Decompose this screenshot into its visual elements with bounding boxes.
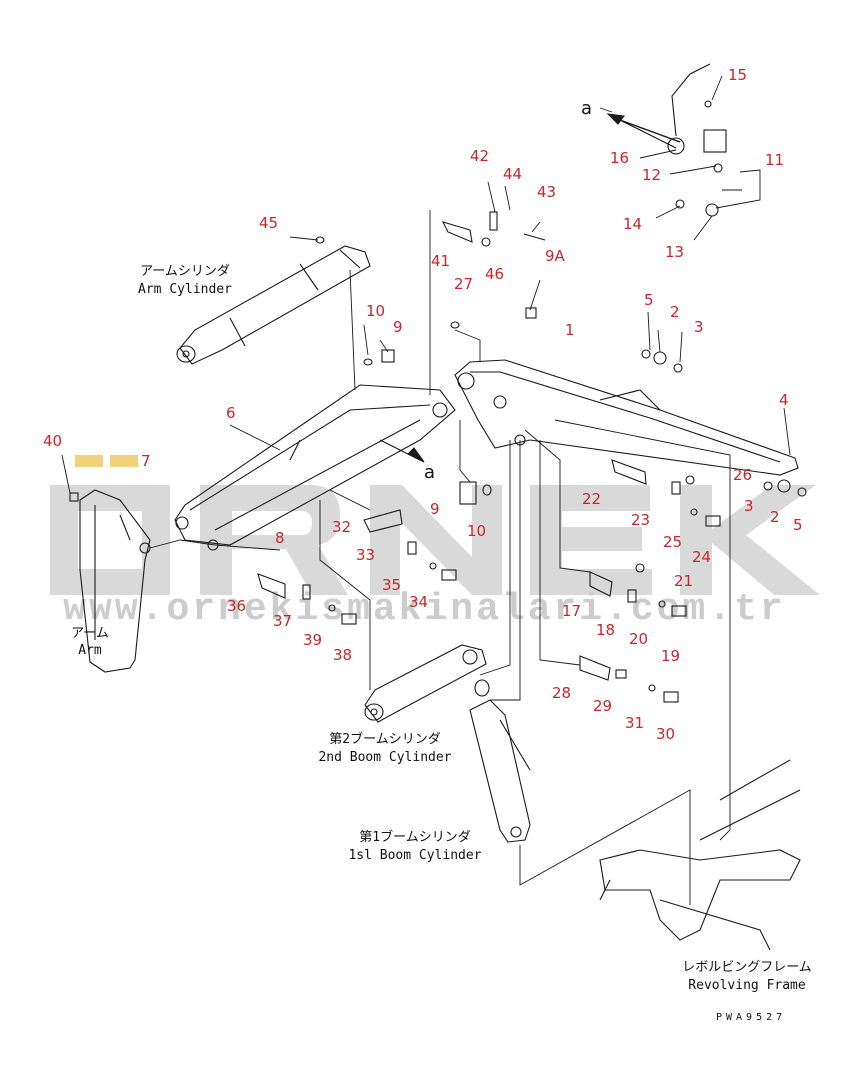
second-boom-cylinder-label-jp: 第2ブームシリンダ (329, 732, 441, 747)
part-number-10-upper: 10 (366, 302, 386, 320)
revolving-frame-label-en: Revolving Frame (688, 978, 806, 993)
view-marker-middle: a (424, 462, 436, 483)
part-number-44: 44 (503, 165, 523, 183)
part-number-36: 36 (227, 597, 247, 615)
watermark-logo (50, 455, 820, 595)
arm-cylinder-label-en: Arm Cylinder (138, 282, 232, 297)
part-number-20: 20 (629, 630, 649, 648)
part-number-30: 30 (656, 725, 676, 743)
part-number-16: 16 (610, 149, 630, 167)
part-number-22: 22 (582, 490, 602, 508)
leader-lines (61, 75, 791, 905)
first-boom-cylinder-label-jp: 第1ブームシリンダ (359, 830, 471, 845)
part-number-34: 34 (409, 593, 429, 611)
part-number-25: 25 (663, 533, 683, 551)
part-number-46: 46 (485, 265, 505, 283)
part-number-13: 13 (665, 243, 685, 261)
first-boom-cylinder-drawing (469, 679, 531, 843)
part-number-19: 19 (661, 647, 681, 665)
part-number-10-lower: 10 (467, 522, 487, 540)
view-arrow-upper (606, 113, 677, 149)
part-number-2-upper: 2 (670, 303, 680, 321)
part-number-17: 17 (562, 602, 582, 620)
revolving-frame-drawing (599, 759, 801, 951)
part-number-11: 11 (765, 151, 785, 169)
part-number-33: 33 (356, 546, 376, 564)
boom-drawing (174, 384, 456, 551)
part-number-45: 45 (259, 214, 279, 232)
part-number-12: 12 (642, 166, 662, 184)
main-boom-drawing (454, 359, 799, 476)
part-number-5-upper: 5 (644, 291, 654, 309)
arm-cylinder-label-jp: アームシリンダ (140, 264, 230, 279)
part-number-14: 14 (623, 215, 643, 233)
part-number-38: 38 (333, 646, 353, 664)
second-boom-cylinder-label-en: 2nd Boom Cylinder (318, 750, 452, 765)
part-number-41: 41 (431, 252, 451, 270)
arm-label-en: Arm (78, 643, 102, 658)
part-number-29: 29 (593, 697, 613, 715)
part-number-1: 1 (565, 321, 575, 339)
second-boom-cylinder-drawing (364, 644, 487, 723)
part-number-18: 18 (596, 621, 616, 639)
part-number-40: 40 (43, 432, 63, 450)
part-number-23: 23 (631, 511, 651, 529)
part-number-8: 8 (275, 529, 285, 547)
part-number-27: 27 (454, 275, 474, 293)
part-number-6: 6 (226, 404, 236, 422)
part-number-26: 26 (733, 466, 753, 484)
part-number-28: 28 (552, 684, 572, 702)
part-number-24: 24 (692, 548, 712, 566)
part-number-7: 7 (141, 452, 151, 470)
part-number-32: 32 (332, 518, 352, 536)
part-number-15: 15 (728, 66, 748, 84)
part-number-2-lower: 2 (770, 508, 780, 526)
part-number-43: 43 (537, 183, 557, 201)
part-number-9A: 9A (545, 247, 565, 265)
part-number-9-upper: 9 (393, 318, 403, 336)
watermark-url: www.ornekismakinalari.com.tr (63, 588, 786, 631)
view-arrow-middle (379, 439, 425, 463)
arm-drawing (79, 489, 151, 673)
small-parts (69, 63, 807, 703)
part-number-42: 42 (470, 147, 490, 165)
revolving-frame-label-jp: レボルビングフレーム (682, 960, 812, 975)
part-number-5-lower: 5 (793, 516, 803, 534)
part-number-3-upper: 3 (694, 318, 704, 336)
first-boom-cylinder-label-en: 1sl Boom Cylinder (348, 848, 482, 863)
part-number-35: 35 (382, 576, 402, 594)
part-number-31: 31 (625, 714, 645, 732)
view-marker-upper: a (581, 98, 593, 119)
part-number-21: 21 (674, 572, 694, 590)
arm-cylinder-drawing (176, 245, 371, 365)
part-number-39: 39 (303, 631, 323, 649)
part-number-37: 37 (273, 612, 293, 630)
part-number-3-lower: 3 (744, 497, 754, 515)
part-number-4: 4 (779, 391, 789, 409)
arm-label-jp: アーム (71, 626, 109, 641)
part-number-9-lower: 9 (430, 500, 440, 518)
drawing-code: PWA9527 (716, 1012, 787, 1023)
